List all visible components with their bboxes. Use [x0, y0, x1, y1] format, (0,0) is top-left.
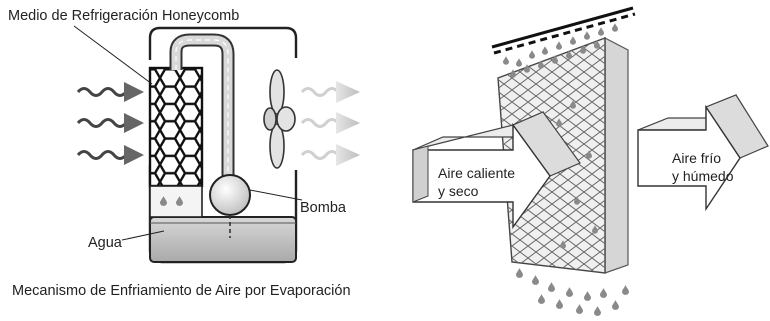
cooler-unit: [148, 26, 298, 264]
water-pipe-flow: [175, 39, 229, 180]
outgoing-air-arrows: [300, 81, 360, 166]
cold-air-label-line2: y húmedo: [672, 168, 734, 184]
incoming-air-arrows: [76, 82, 144, 165]
outgoing-air-arrow: [300, 144, 360, 166]
hot-air-label-line2: y seco: [438, 183, 479, 199]
cold-air-arrow: [637, 94, 769, 212]
water-label: Agua: [88, 235, 123, 251]
cold-air-arrow-front: [637, 104, 741, 212]
hot-air-arrow: [412, 111, 581, 230]
drip-zone: [149, 185, 203, 218]
outgoing-air-arrow: [300, 81, 360, 103]
honeycomb-medium: [148, 66, 204, 188]
hot-air-label-line1: Aire caliente: [438, 165, 515, 181]
bottom-water-drops: [516, 268, 629, 316]
outgoing-air-arrow: [300, 112, 360, 134]
hot-air-arrow-front: [412, 122, 551, 230]
fan: [263, 69, 296, 169]
medium-label: Medio de Refrigeración Honeycomb: [8, 8, 239, 24]
caption: Mecanismo de Enfriamiento de Aire por Ev…: [12, 283, 351, 299]
distribution-bar: [491, 6, 634, 49]
evaporative-pad-illustration: [412, 6, 769, 316]
incoming-air-arrow: [76, 82, 144, 102]
pump: [209, 174, 251, 216]
distribution-bar-dashes: [493, 12, 636, 55]
cooler-housing: [148, 26, 298, 60]
incoming-air-arrow: [76, 145, 144, 165]
water-reservoir: [149, 216, 297, 263]
hot-air-arrow-shade: [412, 145, 429, 203]
cold-air-label-line1: Aire frío: [672, 150, 721, 166]
pad-side-face: [604, 37, 629, 274]
pump-leader-line: [249, 189, 303, 201]
incoming-air-arrow: [76, 113, 144, 133]
medium-leader-line: [73, 25, 153, 85]
pump-label: Bomba: [300, 200, 347, 216]
water-leader-line: [121, 230, 165, 241]
